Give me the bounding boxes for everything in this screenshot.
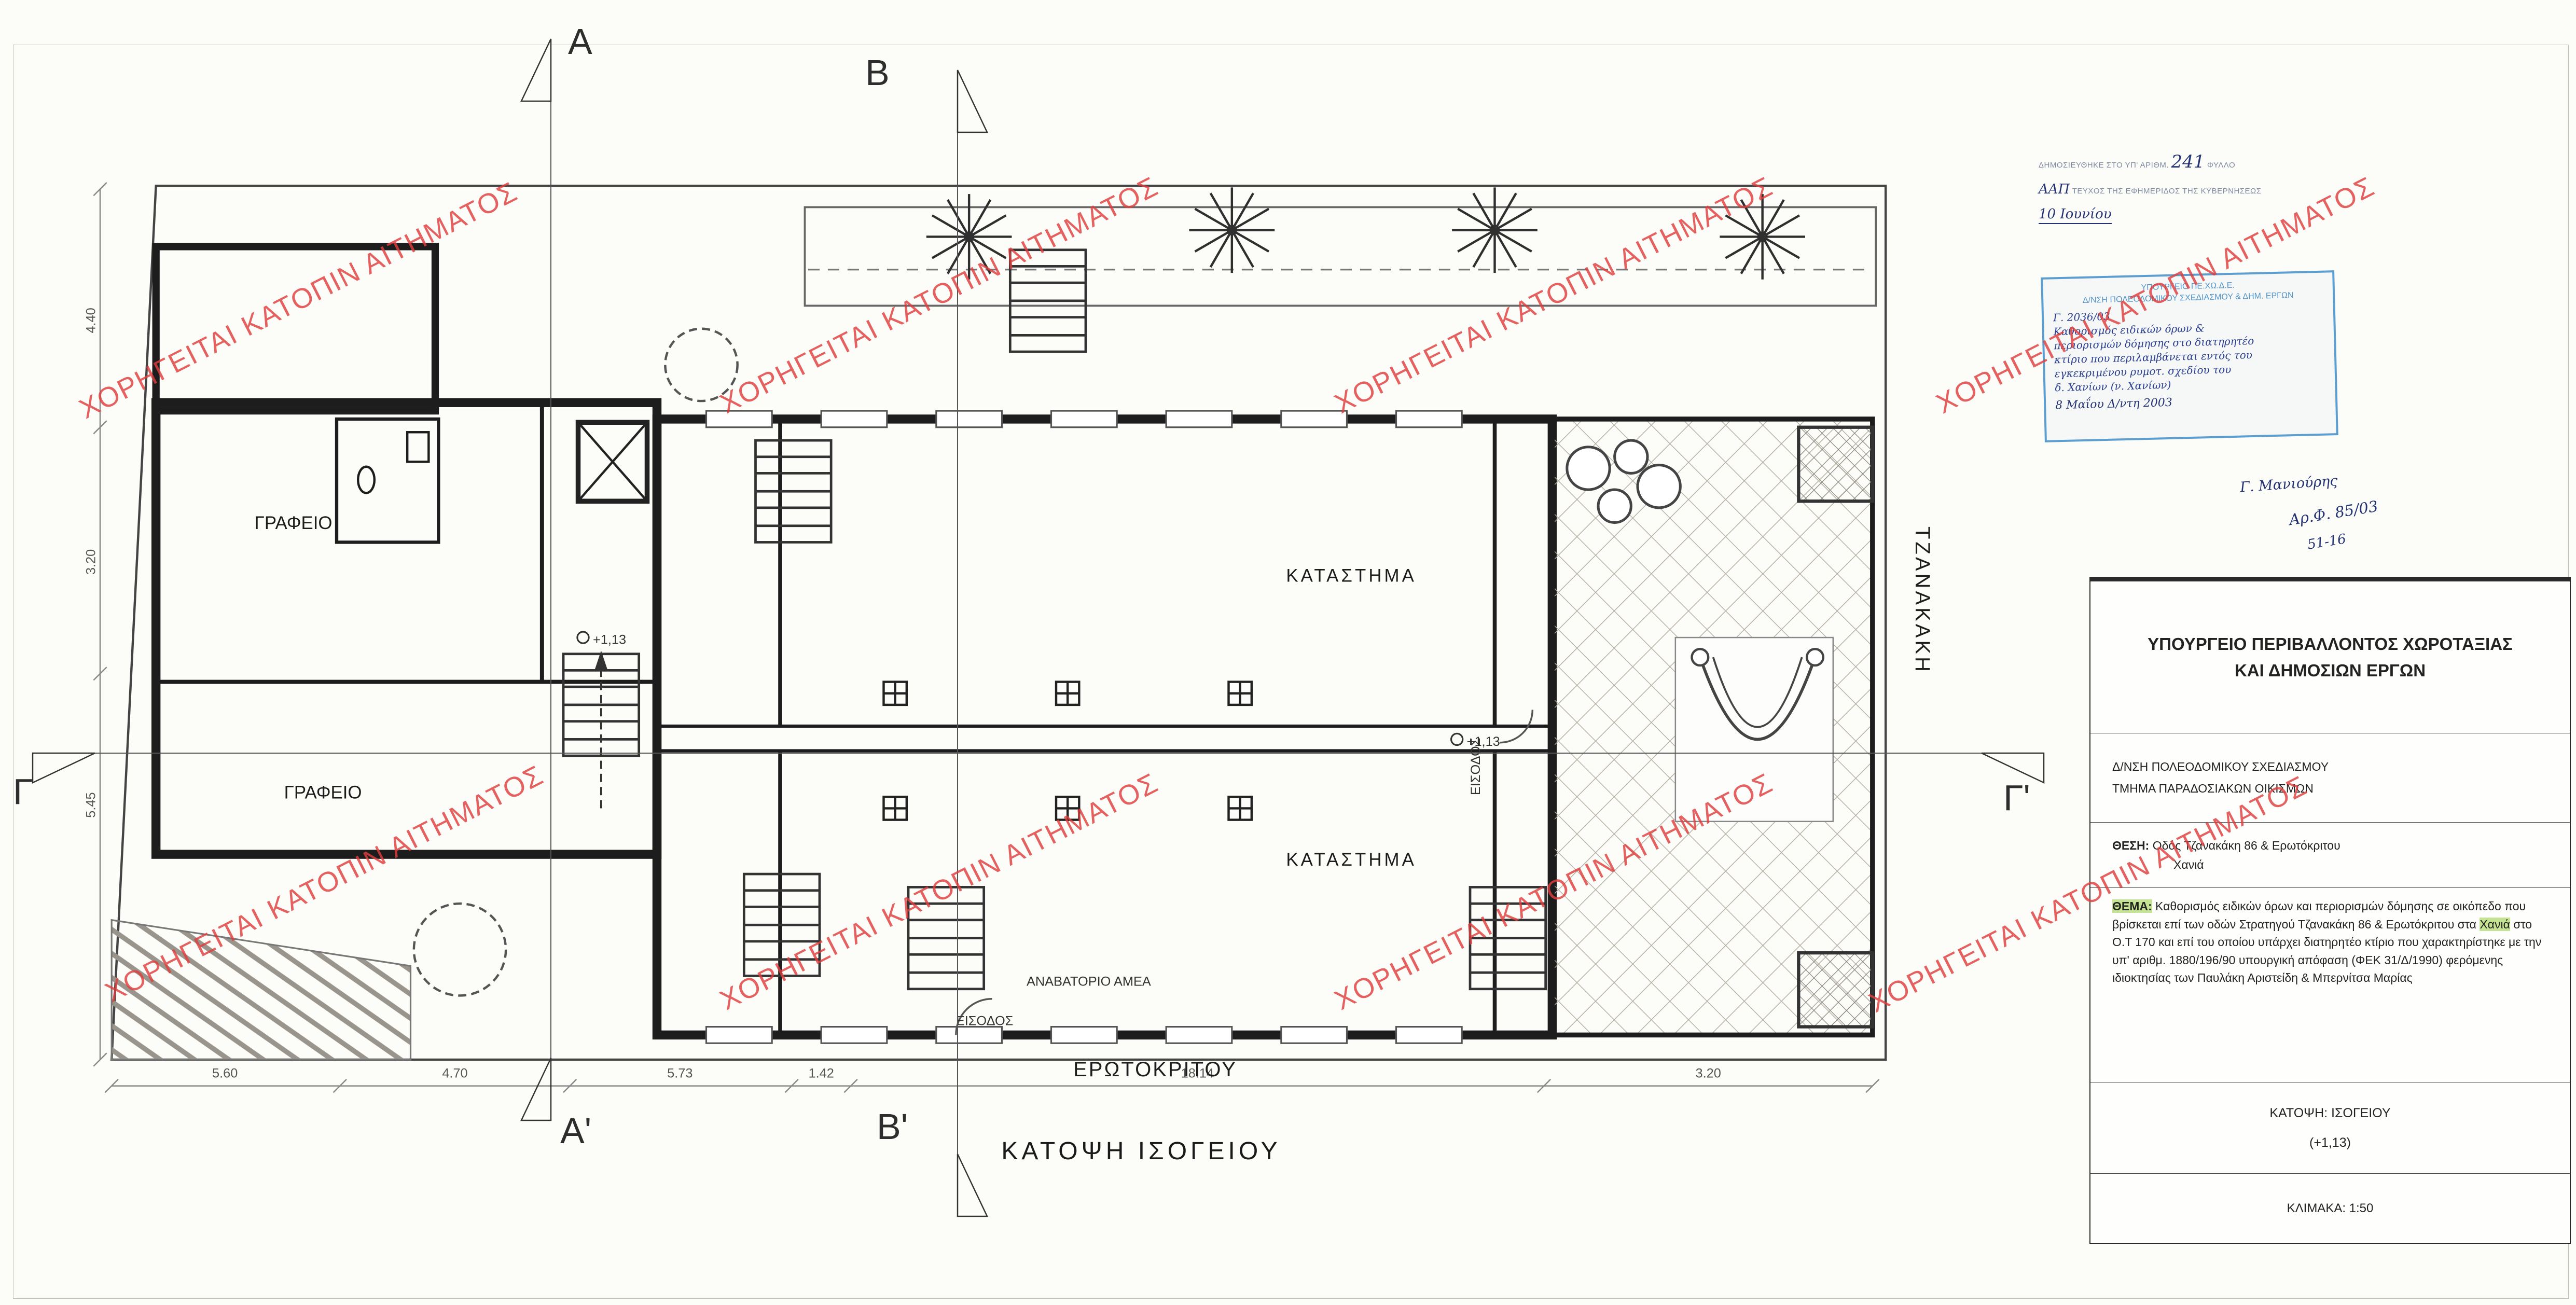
subject-label: ΘΕΜΑ:: [2112, 899, 2152, 913]
annex-building: [151, 243, 662, 859]
level-label-1: +1,13: [593, 633, 626, 647]
section-label-b-prime: Β': [877, 1106, 908, 1147]
palm-tree-icon: [1189, 187, 1275, 273]
section-flag-a-top: [520, 38, 552, 102]
section-label-g-prime: Γ': [2003, 778, 2030, 818]
gazette-annotations: ΔΗΜΟΣΙΕΥΘΗΚΕ ΣΤΟ ΥΠ' ΑΡΙΘΜ. 241 ΦΥΛΛΟ ΑΑ…: [2039, 148, 2371, 229]
elevator-shaft: [575, 420, 650, 504]
aap-handwritten: ΑΑΠ: [2039, 182, 2070, 198]
location-label: ΘΕΣΗ:: [2112, 838, 2150, 852]
section-label-a-prime: Α': [560, 1110, 592, 1151]
drawing-level: (+1,13): [2309, 1135, 2351, 1150]
street-label-erotokritou: ΕΡΩΤΟΚΡΙΤΟΥ: [1073, 1058, 1237, 1081]
level-label-2: +1,13: [1467, 734, 1500, 749]
dim-label: 18.14: [1181, 1066, 1214, 1081]
room-label-entrance-bottom: ΕΙΣΟΔΟΣ: [956, 1014, 1014, 1028]
planter-strip: [804, 187, 1877, 307]
location-value: Οδός Τζανακάκη 86 & Ερωτόκριτου: [2152, 838, 2340, 852]
subject-city-highlight: Χανιά: [2480, 917, 2510, 931]
dim-label: 4.70: [442, 1066, 467, 1081]
department-line-1: Δ/ΝΣΗ ΠΟΛΕΟΔΟΜΙΚΟΥ ΣΧΕΔΙΑΣΜΟΥ: [2112, 760, 2329, 774]
title-block-scale: ΚΛΙΜΑΚΑ: 1:50: [2090, 1173, 2570, 1243]
dim-label: 3.20: [1696, 1066, 1721, 1081]
section-label-b: Β: [865, 52, 890, 93]
gazette-number-handwritten: 241: [2171, 151, 2205, 172]
room-label-shop-1: ΚΑΤΑΣΤΗΜΑ: [1286, 565, 1417, 586]
dim-label: 5.73: [667, 1066, 693, 1081]
plan-title: ΚΑΤΟΨΗ ΙΣΟΓΕΙΟΥ: [1001, 1137, 1281, 1165]
section-label-a: Α: [568, 21, 592, 62]
room-label-office-1: ΓΡΑΦΕΙΟ: [255, 513, 333, 533]
level-marker-icon: [1450, 732, 1464, 746]
section-flag-g-left: [32, 752, 95, 784]
door-swings: [955, 710, 1534, 1035]
signature-handwritten: Γ. Μανιούρης: [2239, 473, 2338, 496]
ministry-line-2: ΚΑΙ ΔΗΜΟΣΙΩΝ ΕΡΓΩΝ: [2234, 661, 2426, 680]
street-label-tzanakaki: ΤΖΑΝΑΚΑΚΗ: [1911, 526, 1934, 675]
stamp-date: 8 Μαΐου Δ/ντη 2003: [2055, 396, 2173, 412]
tree-icon: [664, 327, 739, 402]
file-reference-handwritten: Αρ.Φ. 85/03: [2288, 497, 2379, 529]
room-label-entrance-side: ΕΙΣΟΔΟΣ: [1469, 738, 1483, 796]
location-city: Χανιά: [2173, 857, 2204, 871]
title-block: ΥΠΟΥΡΓΕΙΟ ΠΕΡΙΒΑΛΛΟΝΤΟΣ ΧΩΡΟΤΑΞΙΑΣ ΚΑΙ Δ…: [2089, 577, 2571, 1244]
gazette-print-text: ΔΗΜΟΣΙΕΥΘΗΚΕ ΣΤΟ ΥΠ' ΑΡΙΘΜ.: [2039, 161, 2169, 170]
level-marker-icon: [576, 631, 590, 644]
section-label-g: Γ: [13, 771, 33, 812]
floor-plan: ΓΡΑΦΕΙΟ ΓΡΑΦΕΙΟ ΚΑΤΑΣΤΗΜΑ ΚΑΤΑΣΤΗΜΑ ΕΙΣΟ…: [84, 182, 1887, 1093]
title-block-department: Δ/ΝΣΗ ΠΟΛΕΟΔΟΜΙΚΟΥ ΣΧΕΔΙΑΣΜΟΥ ΤΜΗΜΑ ΠΑΡΑ…: [2090, 733, 2570, 822]
dim-label: 3.20: [84, 549, 99, 575]
room-label-shop-2: ΚΑΤΑΣΤΗΜΑ: [1286, 850, 1417, 870]
department-line-2: ΤΜΗΜΑ ΠΑΡΑΔΟΣΙΑΚΩΝ ΟΙΚΙΣΜΩΝ: [2112, 781, 2314, 795]
title-block-drawing: ΚΑΤΟΨΗ: ΙΣΟΓΕΙΟΥ (+1,13): [2090, 1082, 2570, 1173]
approval-stamp: ΥΠΟΥΡΓΕΙΟ ΠΕ.ΧΩ.Δ.Ε. Δ/ΝΣΗ ΠΟΛΕΟΔΟΜΙΚΟΥ …: [2041, 270, 2338, 442]
spa-circles: [1566, 439, 1682, 524]
title-block-subject: ΘΕΜΑ: Καθορισμός ειδικών όρων και περιορ…: [2090, 887, 2570, 1082]
drawing-title: ΚΑΤΟΨΗ: ΙΣΟΓΕΙΟΥ: [2269, 1105, 2391, 1120]
title-block-location: ΘΕΣΗ: Οδός Τζανακάκη 86 & Ερωτόκριτου Χα…: [2090, 822, 2570, 887]
room-label-office-2: ΓΡΑΦΕΙΟ: [284, 782, 362, 802]
file-reference-2-handwritten: 51-16: [2306, 531, 2347, 553]
dim-label: 4.40: [84, 308, 99, 333]
property-boundary: [110, 185, 1887, 1061]
dimension-chain-bottom: [104, 1079, 1880, 1093]
courtyard: [1549, 417, 1875, 1038]
date-handwritten: 10 Ιουνίου: [2039, 206, 2112, 224]
ministry-line-1: ΥΠΟΥΡΓΕΙΟ ΠΕΡΙΒΑΛΛΟΝΤΟΣ ΧΩΡΟΤΑΞΙΑΣ: [2148, 634, 2513, 654]
driveway-ramp: [110, 919, 412, 1061]
dim-label: 5.60: [212, 1066, 238, 1081]
section-flag-b-top: [957, 70, 988, 133]
section-flag-b-bottom: [957, 1154, 988, 1217]
subject-text-1: Καθορισμός ειδικών όρων και περιορισμών …: [2112, 899, 2526, 931]
title-block-ministry: ΥΠΟΥΡΓΕΙΟ ΠΕΡΙΒΑΛΛΟΝΤΟΣ ΧΩΡΟΤΑΞΙΑΣ ΚΑΙ Δ…: [2090, 581, 2570, 733]
gazette-print-text: ΤΕΥΧΟΣ ΤΗΣ ΕΦΗΜΕΡΙΔΟΣ ΤΗΣ ΚΥΒΕΡΝΗΣΕΩΣ: [2072, 187, 2262, 196]
room-label-lift: ΑΝΑΒΑΤΟΡΙΟ ΑΜΕΑ: [1027, 974, 1151, 989]
subject-text-2: στο Ο.Τ 170 και επί του οποίου υπάρχει δ…: [2112, 917, 2542, 985]
dim-label: 1.42: [809, 1066, 834, 1081]
staircases: [563, 250, 1546, 989]
tree-icon: [412, 902, 507, 997]
palm-tree-icon: [1452, 187, 1538, 273]
dimension-chain-left: [93, 182, 107, 1067]
gazette-print-text: ΦΥΛΛΟ: [2207, 161, 2236, 170]
dim-label: 5.45: [84, 792, 99, 817]
